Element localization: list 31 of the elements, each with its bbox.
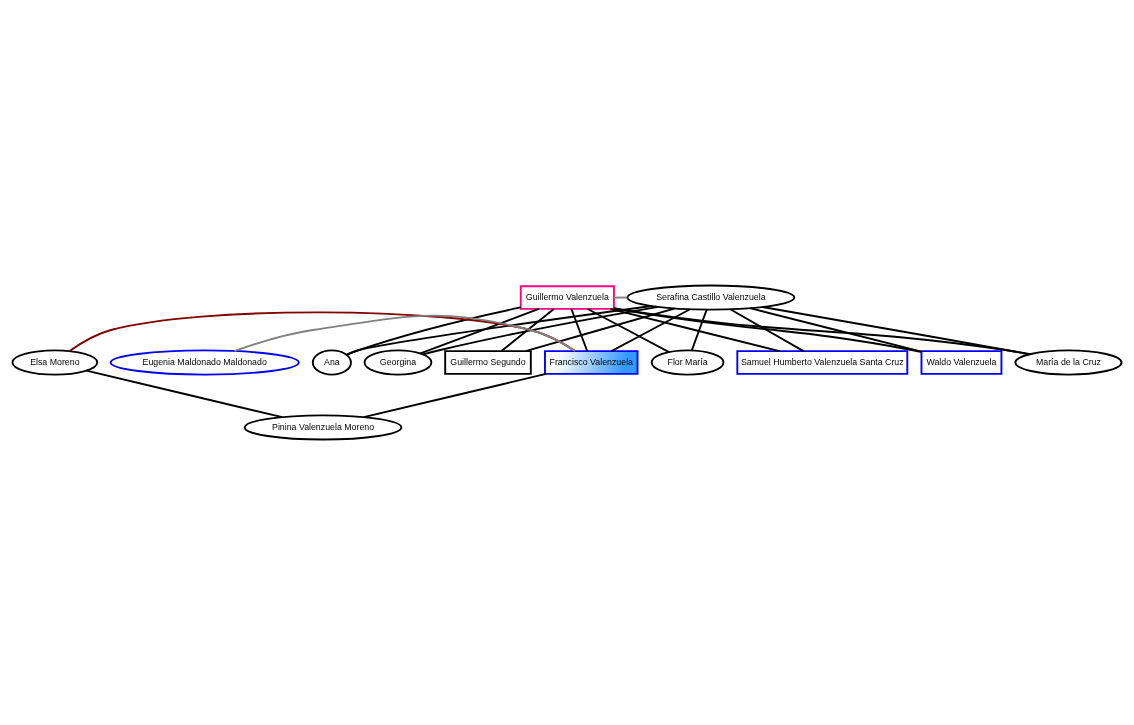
node-ellipse: Serafina Castillo Valenzuela	[626, 284, 796, 311]
connector	[586, 308, 670, 353]
connector	[609, 307, 781, 353]
node-ellipse: Ana	[311, 349, 352, 376]
node-box: Samuel Humberto Valenzuela Santa Cruz	[736, 350, 909, 375]
node-ellipse: Elsa Moreno	[11, 349, 99, 376]
connector	[613, 307, 923, 353]
node-ellipse: Flor María	[650, 349, 725, 376]
connector	[500, 308, 555, 352]
node-ellipse: Eugenia Maldonado Maldonado	[109, 349, 300, 376]
node-ellipse: Pinina Valenzuela Moreno	[243, 414, 403, 441]
connector	[690, 308, 708, 352]
connector	[524, 307, 676, 353]
connector	[233, 314, 577, 353]
connector	[749, 307, 923, 353]
connector	[610, 308, 691, 353]
node-box: Guillermo Segundo	[444, 350, 532, 375]
connector	[345, 305, 653, 356]
connector	[419, 307, 540, 355]
connector	[422, 305, 660, 356]
connector	[570, 308, 589, 352]
node-ellipse: Georgina	[363, 349, 433, 376]
connector	[761, 306, 1031, 356]
node-box: Waldo Valenzuela	[920, 350, 1003, 375]
connector	[85, 369, 284, 419]
node-ellipse: María de la Cruz	[1014, 349, 1123, 376]
node-box: Guillermo Valenzuela	[519, 285, 615, 310]
node-box: Francisco Valenzuela	[544, 350, 639, 375]
connector	[729, 308, 805, 353]
connector	[362, 372, 547, 419]
connector	[613, 307, 1032, 356]
